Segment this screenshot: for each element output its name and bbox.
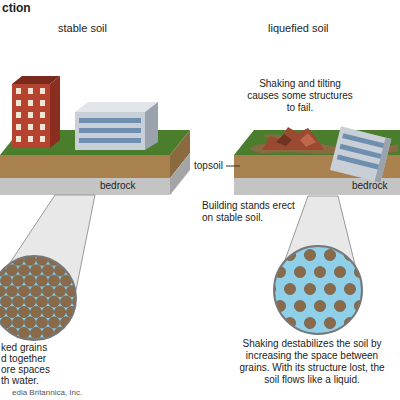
leader-line: [226, 166, 240, 167]
layer-label: bedrock: [100, 180, 136, 192]
window-band: [79, 138, 141, 143]
title-text: ction: [2, 1, 31, 15]
rubble-pile: [262, 127, 324, 150]
closeup-caption: Shaking destabilizes the soil by increas…: [232, 338, 392, 386]
callout-note: Shaking and tilting causes some structur…: [245, 78, 355, 114]
layer-label: bedrock: [352, 180, 388, 192]
loose-grains-closeup: [274, 246, 362, 334]
brick-building: [12, 84, 50, 148]
bedrock-side: [170, 153, 190, 195]
rubble-chunk: [276, 134, 292, 146]
window-band: [79, 128, 141, 133]
bedrock-layer: [0, 178, 170, 195]
topsoil-layer: [0, 155, 170, 178]
packed-grains-closeup: [0, 256, 76, 340]
panel-heading: liquefied soil: [268, 22, 329, 35]
closeup-caption: ked grains d together ore spaces th wate…: [1, 342, 54, 386]
building-side: [375, 137, 392, 182]
bedrock-layer: [234, 178, 400, 195]
building-side: [145, 102, 158, 150]
tilted-building: [330, 126, 391, 182]
rubble-chunk: [300, 133, 316, 147]
window-band: [79, 118, 141, 123]
building-roof: [75, 102, 158, 112]
copyright-note: edia Britannica, Inc.: [12, 388, 82, 398]
building-side: [50, 76, 60, 148]
office-building: [75, 112, 145, 150]
layer-label: topsoil: [194, 160, 223, 172]
panel-heading: stable soil: [58, 22, 107, 35]
window-band: [337, 154, 381, 169]
callout-note: Building stands erect on stable soil.: [202, 200, 302, 224]
building-windows: [12, 84, 48, 144]
